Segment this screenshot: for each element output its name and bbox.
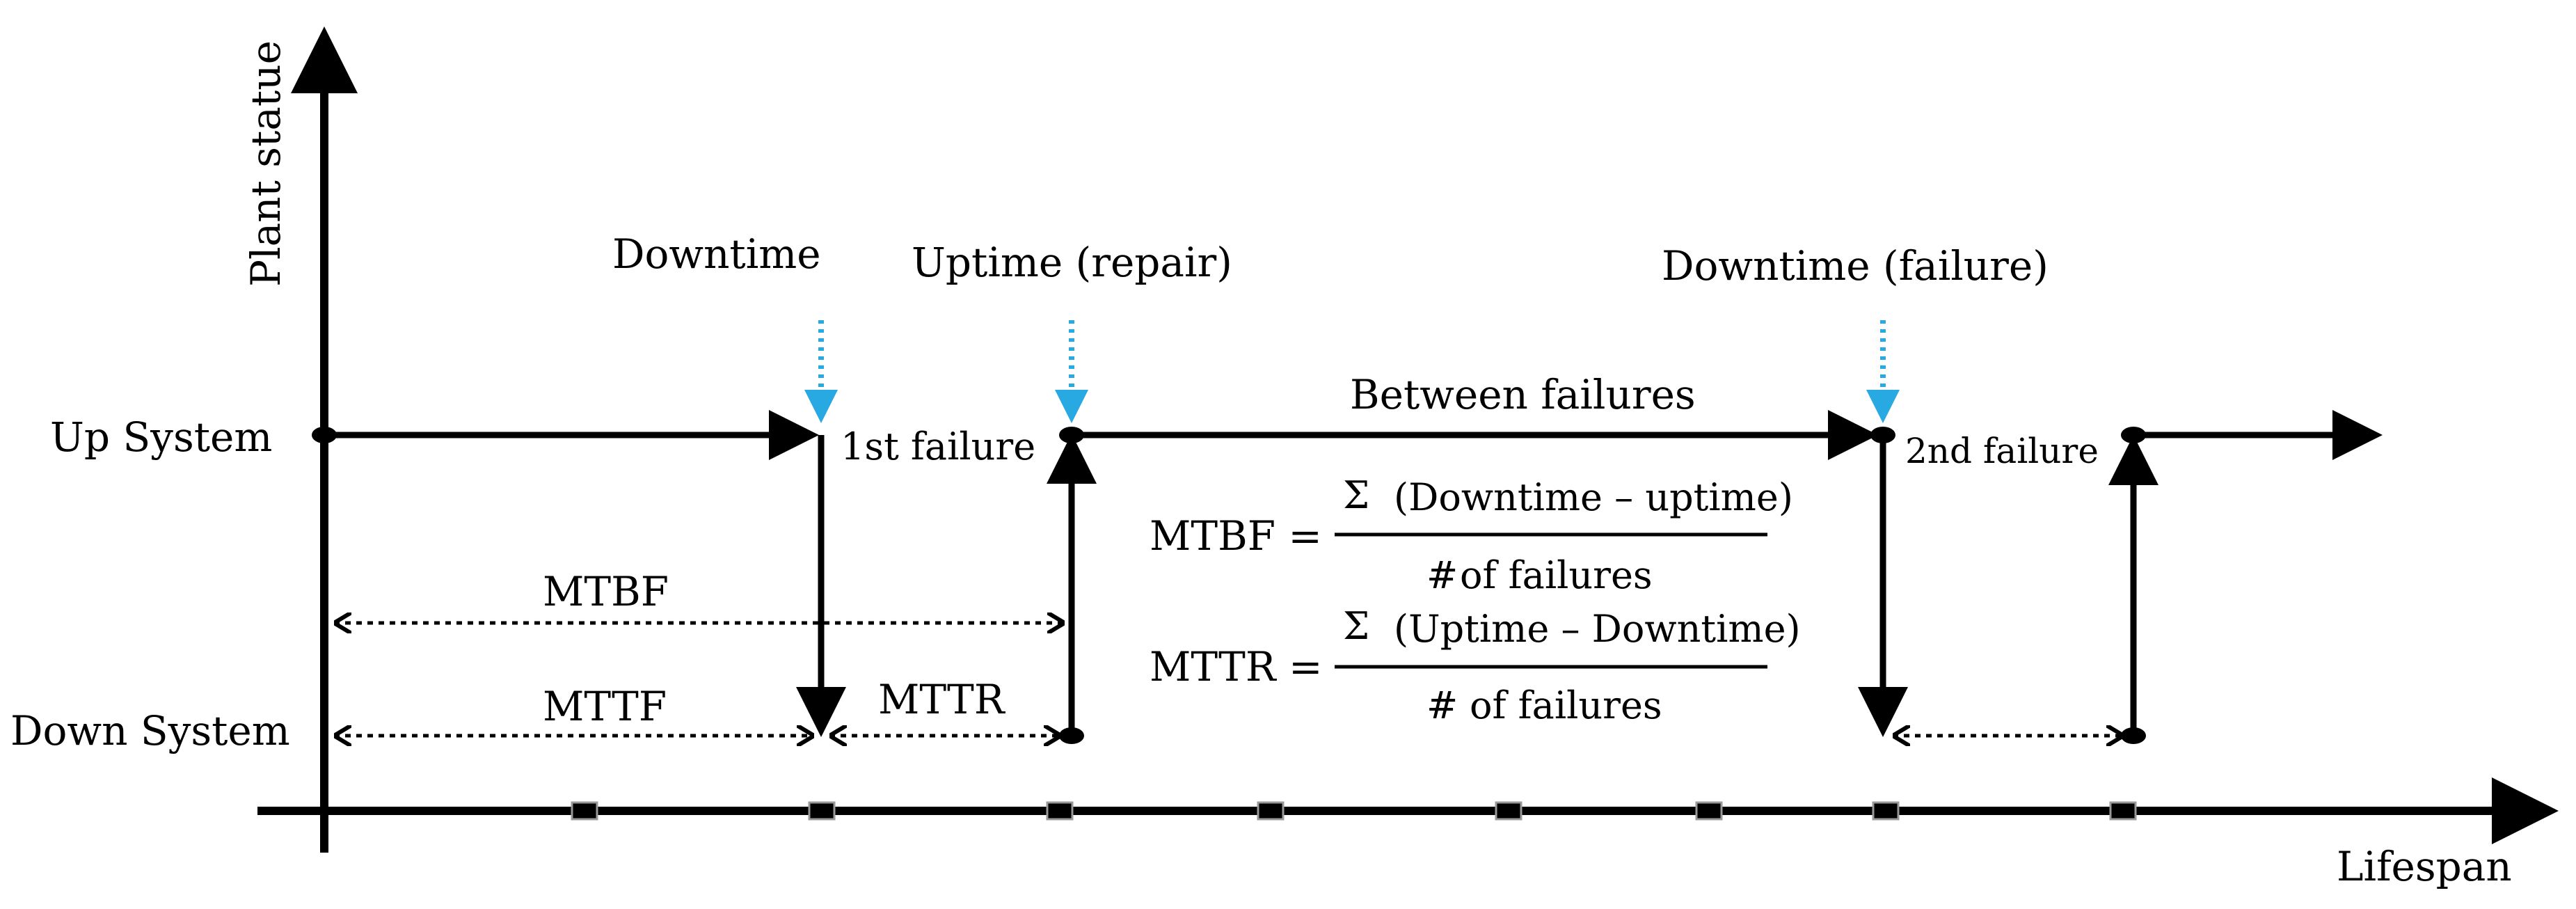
x-axis-label: Lifespan: [2337, 843, 2512, 890]
x-axis-ticks: [571, 801, 2137, 821]
up-system-label: Up System: [50, 413, 272, 461]
mttr-numerator: (Uptime – Downtime): [1394, 607, 1801, 651]
tick-1: [571, 801, 598, 821]
mtbf-numerator: (Downtime – uptime): [1394, 475, 1793, 519]
mttr-formula-lhs: MTTR =: [1150, 643, 1323, 690]
mtbf-formula: MTBF = Σ (Downtime – uptime) # of failur…: [1150, 473, 1793, 597]
repair-node-2-top: [2121, 427, 2146, 443]
mttr-formula: MTTR = Σ (Uptime – Downtime) # of failur…: [1150, 604, 1801, 727]
tick-3: [1046, 801, 1074, 821]
second-failure-label: 2nd failure: [1905, 431, 2099, 471]
failure-node-2: [1870, 427, 1895, 443]
mtbf-denominator: of failures: [1460, 553, 1653, 597]
tick-4: [1257, 801, 1285, 821]
tick-7: [1872, 801, 1900, 821]
mtbf-sigma: Σ: [1343, 473, 1369, 517]
first-failure-label: 1st failure: [841, 425, 1035, 468]
between-failures-label: Between failures: [1350, 371, 1696, 418]
tick-8: [2109, 801, 2137, 821]
repair-node-1-top: [1059, 427, 1084, 443]
y-axis-label: Plant statue: [242, 40, 289, 287]
tick-5: [1495, 801, 1522, 821]
downtime-failure-label: Downtime (failure): [1662, 242, 2049, 290]
tick-2: [808, 801, 836, 821]
mtbf-hash: #: [1426, 553, 1458, 597]
mtbf-formula-lhs: MTBF =: [1150, 512, 1322, 560]
down-system-label: Down System: [10, 707, 290, 754]
repair-node-2-bottom: [2121, 727, 2146, 744]
mttr-interval-label: MTTR: [878, 676, 1006, 723]
tick-6: [1695, 801, 1723, 821]
mttf-interval-label: MTTF: [543, 683, 667, 730]
mttr-sigma: Σ: [1343, 604, 1369, 648]
mtbf-interval-label: MTBF: [543, 568, 669, 615]
uptime-repair-label: Uptime (repair): [912, 239, 1232, 286]
start-node: [312, 427, 337, 443]
downtime-label: Downtime: [612, 230, 821, 278]
mttr-hash: #: [1426, 683, 1458, 727]
repair-node-1-bottom: [1059, 727, 1084, 744]
mttr-denominator: of failures: [1470, 683, 1662, 727]
